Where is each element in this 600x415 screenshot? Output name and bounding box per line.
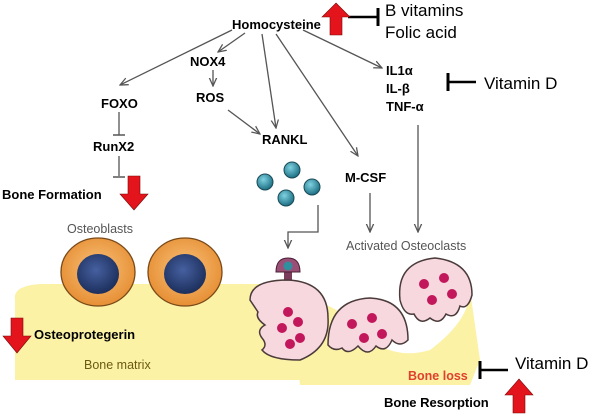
arrow-to-mcsf xyxy=(275,33,358,156)
foxo-label: FOXO xyxy=(101,96,138,111)
bone-matrix-region xyxy=(14,284,305,380)
tnfa-label: TNF-α xyxy=(386,99,424,114)
osteoclast-1 xyxy=(249,279,329,361)
vitamin-d-top-label: Vitamin D xyxy=(484,74,558,93)
up-arrow-homocysteine xyxy=(321,2,351,36)
bone-matrix-label: Bone matrix xyxy=(84,358,151,372)
osteoprotegerin-label: Osteoprotegerin xyxy=(34,327,136,342)
il1a-label: IL1α xyxy=(386,63,413,78)
rank-receptor xyxy=(275,257,301,284)
mcsf-label: M-CSF xyxy=(345,170,387,185)
arrow-to-foxo xyxy=(120,29,233,85)
arrow-to-nox4 xyxy=(218,32,246,52)
osteoclast-2 xyxy=(327,297,409,353)
osteoblast-right xyxy=(147,237,223,307)
down-arrow-osteoprotegerin xyxy=(2,317,32,354)
osteoclast-3 xyxy=(398,257,473,322)
arrow-rankl-receptor xyxy=(288,205,319,248)
activated-osteoclasts-label: Activated Osteoclasts xyxy=(346,239,467,253)
arrow-to-rankl xyxy=(261,33,276,128)
vitamin-d-bottom-label: Vitamin D xyxy=(515,354,589,373)
osteoblast-left xyxy=(60,237,136,307)
rankl-ligands xyxy=(256,161,321,207)
arrow-to-il1a xyxy=(302,29,382,68)
ros-label: ROS xyxy=(196,90,225,105)
osteoblasts-label: Osteoblasts xyxy=(67,222,134,236)
up-arrow-bone-resorption xyxy=(504,378,534,414)
bone-formation-label: Bone Formation xyxy=(2,187,102,202)
ilb-label: IL-β xyxy=(386,81,410,96)
nox4-label: NOX4 xyxy=(190,54,226,69)
b-vitamins-label: B vitamins xyxy=(385,1,464,20)
bone-resorption-label: Bone Resorption xyxy=(384,395,489,410)
arrow-ros-rankl xyxy=(227,109,260,134)
down-arrow-bone-formation xyxy=(119,175,149,211)
folic-acid-label: Folic acid xyxy=(385,23,457,42)
bone-loss-label: Bone loss xyxy=(408,369,468,383)
rankl-label: RANKL xyxy=(262,132,308,147)
runx2-label: RunX2 xyxy=(93,139,135,154)
homocysteine-label: Homocysteine xyxy=(232,17,321,32)
